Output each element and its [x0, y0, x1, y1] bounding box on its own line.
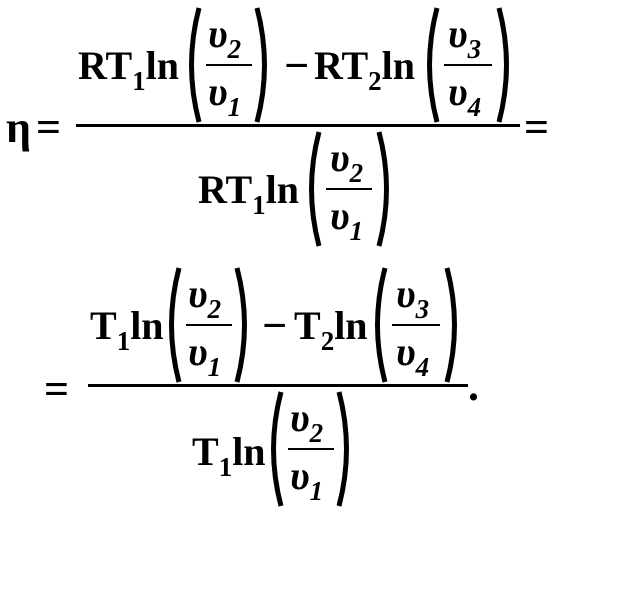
right-paren [376, 131, 389, 247]
temperature: T [225, 167, 253, 212]
left-paren [375, 267, 388, 383]
minus-sign: − [262, 301, 288, 350]
ln-operator: ln [334, 303, 368, 348]
gas-constant: R [78, 43, 106, 88]
temperature-subscript: 1 [218, 452, 233, 482]
volume-denominator: υ1 [290, 453, 324, 506]
left-paren [427, 7, 440, 123]
numerator-term-2: T2ln [294, 303, 368, 355]
right-paren [336, 391, 349, 507]
volume-numerator: υ3 [396, 271, 430, 324]
inner-fraction-bar [288, 448, 334, 450]
main-fraction-bar [76, 124, 520, 127]
volume-numerator: υ2 [290, 395, 324, 448]
numerator-term-2: RT2ln [314, 43, 416, 95]
volume-denominator: υ1 [330, 193, 364, 246]
temperature-subscript: 1 [132, 66, 146, 96]
denominator: RT1ln [198, 167, 300, 219]
inner-fraction-bar [206, 64, 252, 66]
volume-denominator: υ1 [188, 329, 222, 382]
inner-fraction-bar [186, 324, 232, 326]
volume-numerator: υ3 [448, 11, 482, 64]
temperature-subscript: 2 [320, 326, 335, 356]
right-paren [254, 7, 267, 123]
left-paren [271, 391, 284, 507]
equals-sign: = [44, 365, 70, 414]
left-paren [169, 267, 182, 383]
minus-sign: − [284, 41, 310, 90]
inner-fraction-bar [392, 324, 440, 326]
volume-denominator: υ4 [448, 69, 482, 122]
right-paren [444, 267, 457, 383]
denominator: T1ln [192, 429, 266, 481]
left-paren [189, 7, 202, 123]
temperature: T [341, 43, 369, 88]
volume-denominator: υ4 [396, 329, 430, 382]
ln-operator: ln [381, 43, 416, 88]
temperature-subscript: 1 [252, 190, 266, 220]
volume-numerator: υ2 [188, 271, 222, 324]
right-paren [234, 267, 247, 383]
eta-symbol: η [6, 103, 31, 152]
temperature: T [90, 303, 117, 348]
volume-numerator: υ2 [330, 135, 364, 188]
inner-fraction-bar [326, 188, 372, 190]
volume-denominator: υ1 [208, 69, 242, 122]
numerator-term-1: RT1ln [78, 43, 180, 95]
right-paren [496, 7, 509, 123]
gas-constant: R [314, 43, 342, 88]
ln-operator: ln [130, 303, 164, 348]
temperature: T [192, 429, 219, 474]
temperature-subscript: 2 [368, 66, 382, 96]
temperature: T [294, 303, 321, 348]
ln-operator: ln [145, 43, 180, 88]
period: . [468, 361, 479, 410]
gas-constant: R [198, 167, 226, 212]
volume-numerator: υ2 [208, 11, 242, 64]
main-fraction-bar [88, 384, 468, 387]
equals-sign: = [524, 103, 550, 152]
temperature: T [105, 43, 133, 88]
ln-operator: ln [232, 429, 266, 474]
ln-operator: ln [265, 167, 300, 212]
temperature-subscript: 1 [116, 326, 131, 356]
inner-fraction-bar [444, 64, 492, 66]
numerator-term-1: T1ln [90, 303, 164, 355]
left-paren [309, 131, 322, 247]
equals-sign: = [36, 103, 62, 152]
